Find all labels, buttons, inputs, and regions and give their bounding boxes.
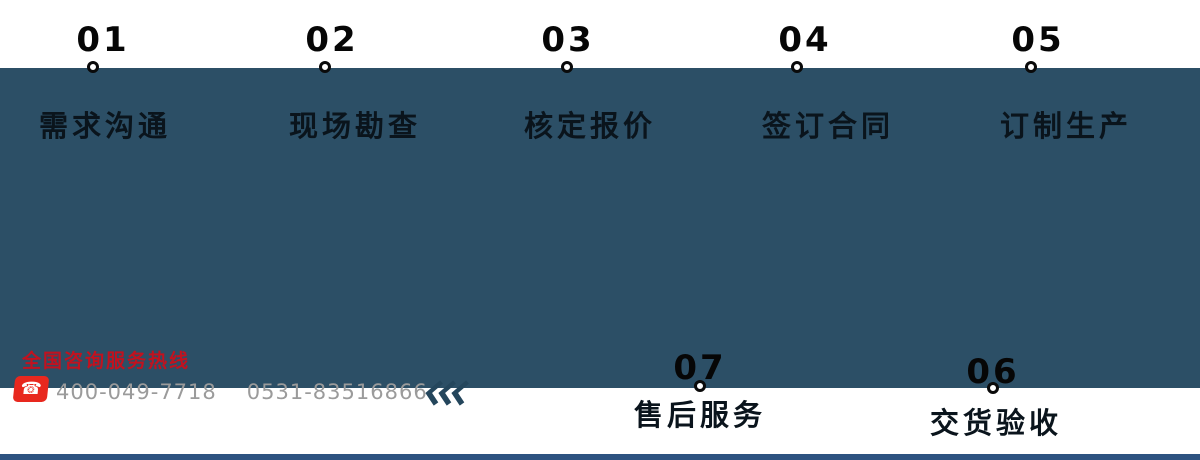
step-label: 签订合同	[761, 109, 895, 143]
step-node-dot	[319, 61, 331, 73]
step-number: 03	[541, 20, 595, 60]
step-node-dot	[561, 61, 573, 73]
phone-glyph: ☎	[19, 378, 43, 399]
step-number: 02	[305, 20, 359, 60]
step-label: 交货验收	[929, 406, 1063, 440]
phone-number-2: 0531-83516866	[246, 380, 428, 404]
step-node-dot	[87, 61, 99, 73]
step-label: 需求沟通	[38, 109, 172, 143]
step-label: 售后服务	[633, 398, 767, 432]
step-node-dot	[791, 61, 803, 73]
triple-left-chevron-icon	[425, 380, 469, 406]
phone-icon: ☎	[12, 376, 50, 402]
hotline-title: 全国咨询服务热线	[22, 350, 191, 372]
step-node-dot	[1025, 61, 1037, 73]
step-number: 05	[1011, 20, 1065, 60]
process-band	[0, 68, 1200, 388]
step-number: 04	[778, 20, 832, 60]
step-number: 01	[76, 20, 130, 60]
hotline-phone-numbers: 400-049-7718 0531-83516866	[56, 380, 428, 404]
phone-number-1: 400-049-7718	[56, 380, 217, 404]
step-label: 现场勘查	[288, 109, 422, 143]
step-node-dot	[987, 382, 999, 394]
next-section-edge	[0, 454, 1200, 460]
step-label: 订制生产	[999, 109, 1133, 143]
step-node-dot	[694, 380, 706, 392]
step-label: 核定报价	[523, 109, 657, 143]
